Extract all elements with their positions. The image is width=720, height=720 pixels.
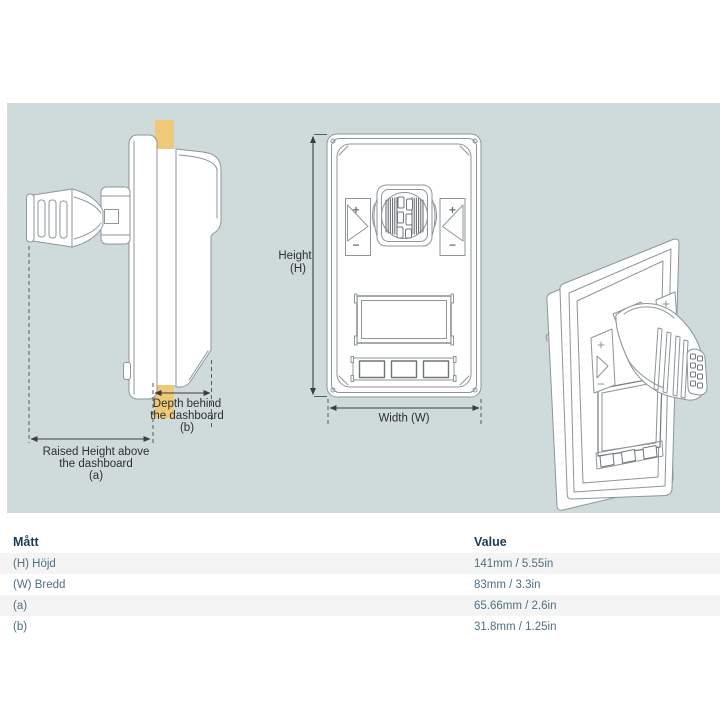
front-view: + − + − — [326, 133, 482, 398]
rotary-knob — [372, 184, 437, 247]
depth-label-line1: Depth behind — [153, 398, 221, 410]
side-view-dimensions: Depth behind the dashboard (b) Raised He… — [28, 246, 224, 482]
knob-horn — [71, 188, 104, 248]
column-header-value: Value — [474, 535, 507, 549]
height-ref: (H) — [290, 263, 306, 275]
right-arrow-triangle — [442, 204, 464, 242]
row-label-height: (H) Höjd — [13, 557, 56, 570]
perspective-view — [545, 238, 708, 511]
plus-icon: + — [352, 203, 359, 217]
row-value-a: 65.66mm / 2.6in — [474, 599, 557, 612]
row-label-width: (W) Bredd — [13, 578, 66, 591]
table-row: (W) Bredd 83mm / 3.3in — [0, 574, 720, 595]
spec-table: Mått Value (H) Höjd 141mm / 5.55in (W) B… — [0, 531, 720, 637]
left-button-pad: + − — [345, 198, 371, 256]
left-pad-3d — [590, 328, 616, 394]
table-row: (a) 65.66mm / 2.6in — [0, 595, 720, 616]
depth-label-line2: the dashboard — [150, 410, 224, 422]
minus-icon: − — [449, 238, 456, 252]
depth-ref: (b) — [180, 422, 194, 434]
front-view-dimensions: Height (H) Width (W) — [278, 134, 482, 426]
raised-label-line2: the dashboard — [59, 458, 133, 470]
table-row: (H) Höjd 141mm / 5.55in — [0, 553, 720, 574]
table-header-row: Mått Value — [0, 531, 720, 553]
display-screen — [354, 293, 454, 346]
diagram-panel: Depth behind the dashboard (b) Raised He… — [7, 103, 720, 513]
knob-cap — [26, 193, 35, 243]
knob-connector-face — [686, 348, 708, 396]
minus-icon: − — [352, 238, 359, 252]
screen-3d — [597, 376, 663, 457]
row-label-b: (b) — [13, 620, 28, 633]
row-label-a: (a) — [13, 599, 28, 612]
width-label: Width (W) — [378, 413, 429, 425]
device-body-rear — [175, 148, 222, 388]
raised-ref: (a) — [89, 470, 103, 482]
buttons-3d — [595, 440, 664, 470]
raised-label-line1: Raised Height above — [43, 446, 150, 458]
column-header-measurement: Mått — [13, 535, 39, 549]
left-arrow-triangle — [347, 204, 369, 242]
row-value-height: 141mm / 5.55in — [474, 557, 554, 570]
right-button-pad: + − — [439, 198, 466, 256]
bottom-buttons — [350, 356, 457, 382]
knob-pins — [396, 196, 413, 239]
height-label: Height — [278, 250, 312, 262]
table-row: (b) 31.8mm / 1.25in — [0, 616, 720, 637]
side-view — [26, 120, 222, 418]
bezel-clip — [123, 362, 131, 380]
row-value-b: 31.8mm / 1.25in — [474, 620, 557, 633]
row-value-width: 83mm / 3.3in — [474, 578, 541, 591]
knob-grip-slots-3d — [653, 327, 689, 399]
device-front-bezel — [128, 134, 158, 400]
dimension-diagram: Depth behind the dashboard (b) Raised He… — [26, 120, 708, 511]
plus-icon: + — [449, 203, 456, 217]
